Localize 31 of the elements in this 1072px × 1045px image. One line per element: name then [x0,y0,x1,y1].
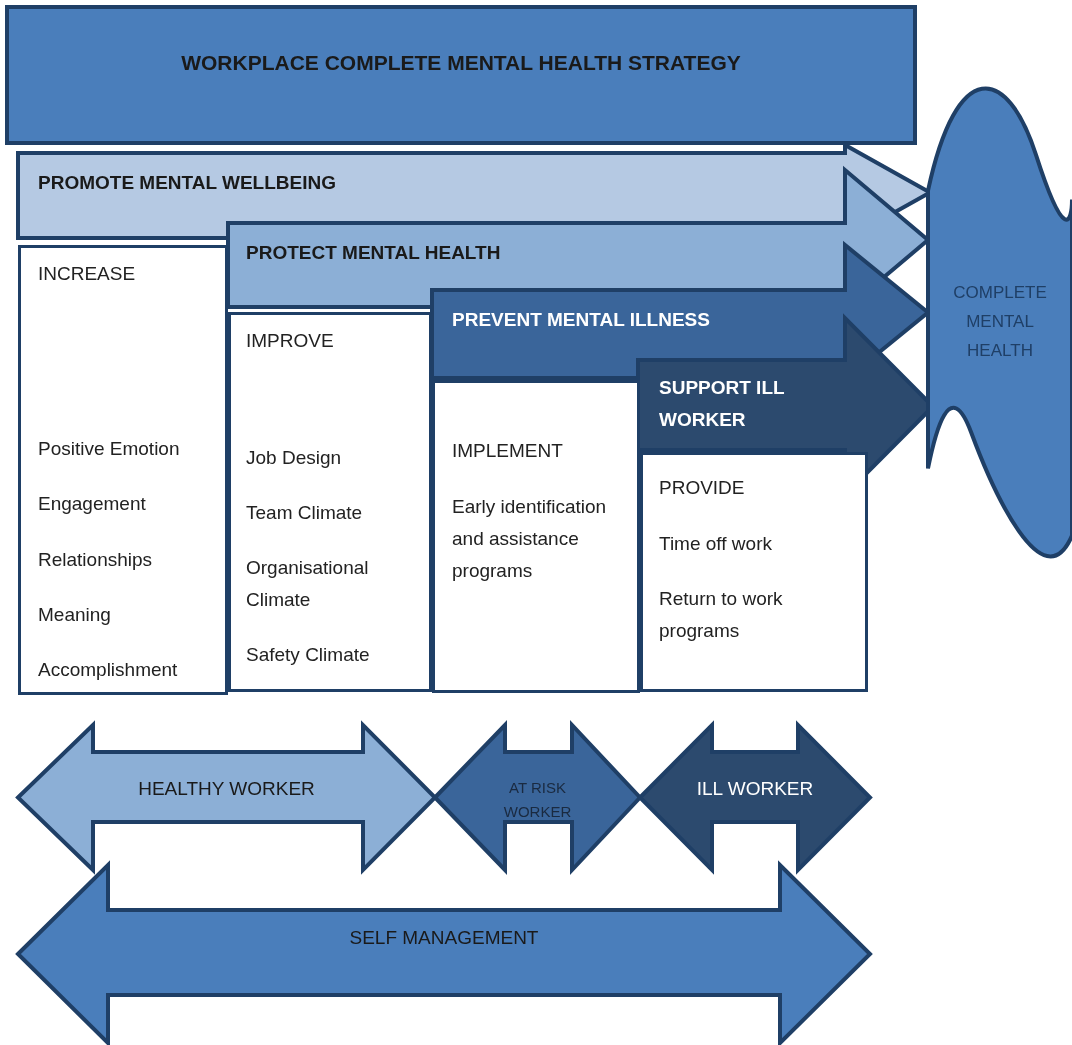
column-box [640,452,868,692]
list-item: Return to work programs [659,587,784,643]
label-text: PROMOTE MENTAL WELLBEING [38,171,337,195]
label-text: PREVENT MENTAL ILLNESS [452,308,711,332]
heading-text: INCREASE [38,262,137,286]
label-text: PROTECT MENTAL HEALTH [246,241,502,265]
label-text: SUPPORT ILL WORKER [659,376,786,432]
title-banner [5,5,917,145]
label-text: WORKPLACE COMPLETE MENTAL HEALTH STRATEGY [180,50,742,76]
label-text: COMPLETE MENTAL HEALTH [952,282,1048,362]
label-text: HEALTHY WORKER [137,777,316,801]
label-text: AT RISK WORKER [502,778,573,822]
column-box [432,380,640,693]
label-text: SELF MANAGEMENT [348,926,540,950]
list-item: Positive Emotion [38,437,181,461]
heading-text: IMPROVE [246,329,335,353]
list-item: Engagement [38,492,147,516]
list-item: Early identification and assistance programs [452,495,608,583]
column-box [228,312,432,692]
list-item: Organisational Climate [246,556,370,612]
list-item: Team Climate [246,501,364,525]
list-item: Job Design [246,446,343,470]
label-text: ILL WORKER [695,777,815,801]
list-item: Time off work [659,532,773,556]
heading-text: PROVIDE [659,476,746,500]
heading-text: IMPLEMENT [452,439,564,463]
list-item: Meaning [38,603,112,627]
list-item: Accomplishment [38,658,179,682]
column-box [18,245,228,695]
list-item: Relationships [38,548,154,572]
list-item: Safety Climate [246,643,371,667]
